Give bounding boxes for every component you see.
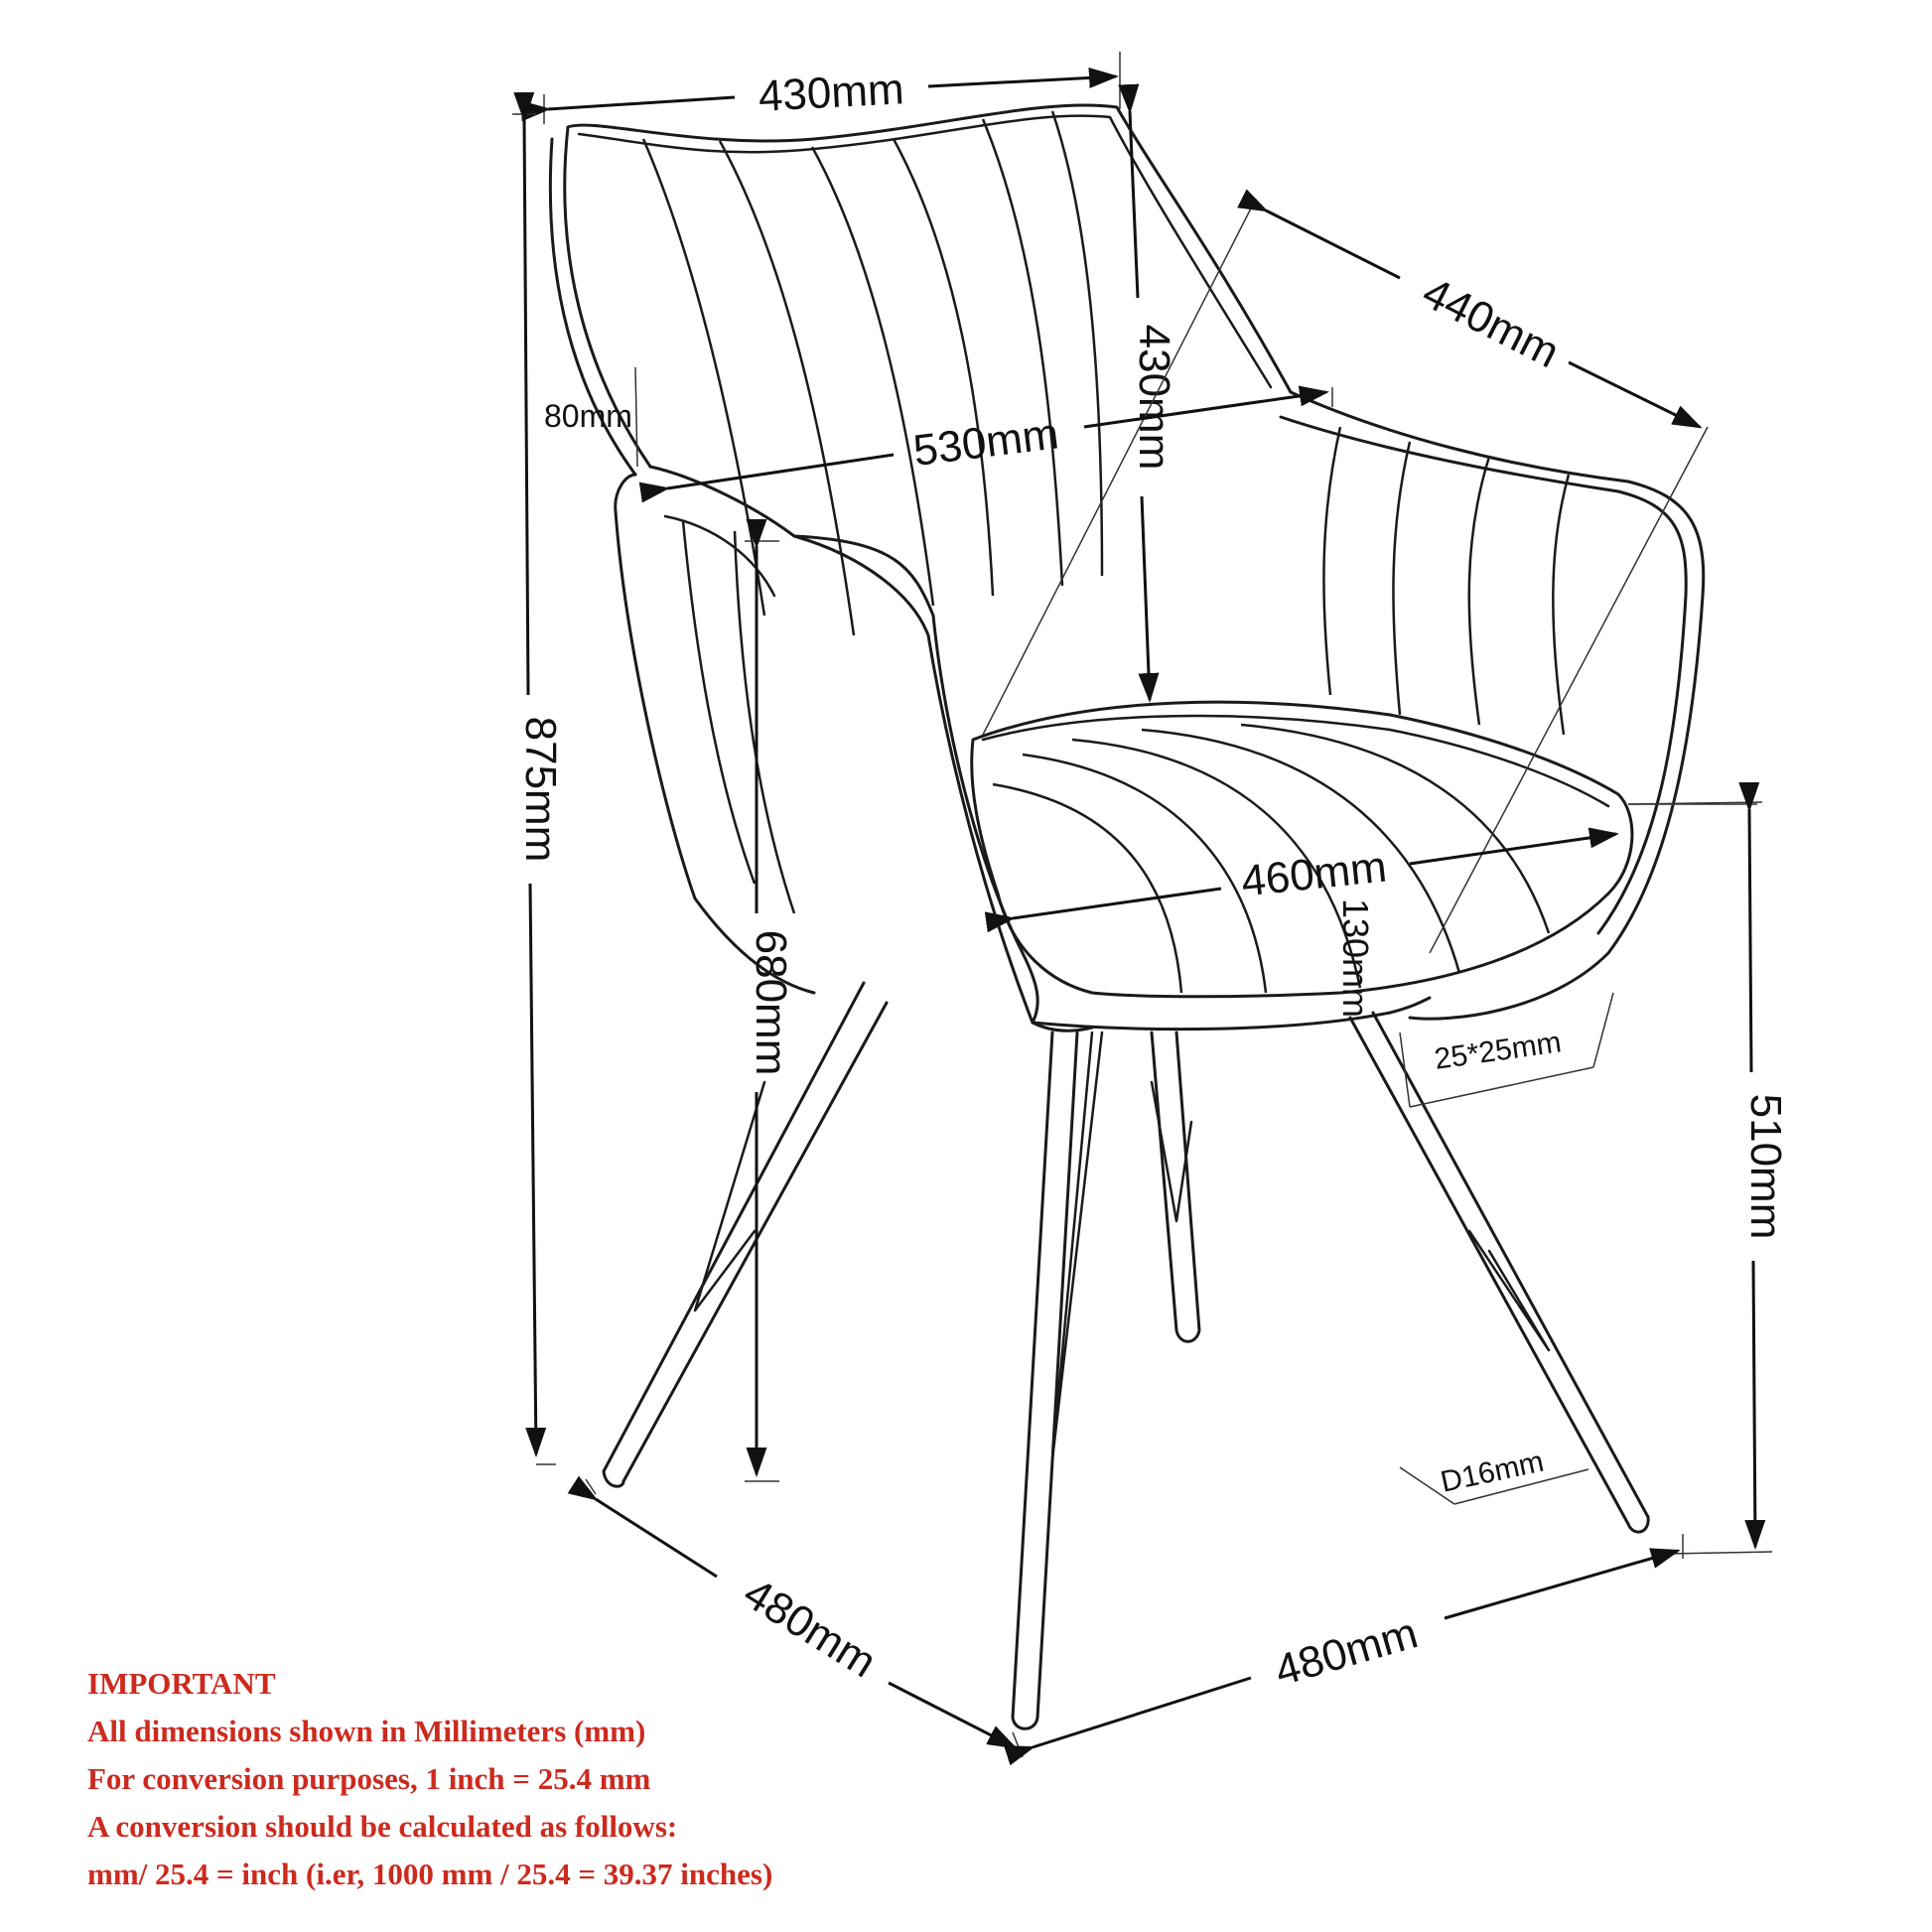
dim-arm-thickness: 80mm	[544, 366, 638, 468]
dim-seat-thickness-label: 130mm	[1335, 898, 1376, 1018]
dim-arm-width: 530mm	[638, 385, 1333, 503]
note-line: All dimensions shown in Millimeters (mm)	[87, 1714, 646, 1748]
note-line: For conversion purposes, 1 inch = 25.4 m…	[87, 1761, 651, 1796]
dim-seat-thickness: 130mm	[1335, 898, 1376, 1018]
note-line: A conversion should be calculated as fol…	[87, 1809, 678, 1844]
dim-arm-thickness-label: 80mm	[544, 398, 632, 434]
backrest-seams	[641, 110, 1104, 636]
note-heading: IMPORTANT	[87, 1666, 276, 1701]
dim-arm-depth-label: 440mm	[1415, 268, 1567, 377]
dim-seat-width-label: 460mm	[1239, 843, 1389, 906]
note-line: mm/ 25.4 = inch (i.er, 1000 mm / 25.4 = …	[87, 1857, 773, 1891]
dim-base-width: 480mm	[1004, 1534, 1684, 1766]
right-armrest	[1279, 390, 1706, 1021]
front-right-leg	[1348, 1011, 1650, 1534]
dim-arm-width-label: 530mm	[910, 409, 1061, 476]
seat-seams	[992, 723, 1551, 994]
left-armrest	[614, 465, 1039, 1025]
dim-base-width-label: 480mm	[1270, 1608, 1424, 1696]
dim-total-height: 875mm	[512, 91, 565, 1465]
backrest-outline	[548, 103, 1293, 477]
conversion-note: IMPORTANT All dimensions shown in Millim…	[87, 1660, 772, 1898]
dim-top-width: 430mm	[520, 52, 1121, 124]
dim-arm-height: 680mm	[745, 519, 795, 1482]
dim-top-width-label: 430mm	[758, 65, 905, 121]
dim-seat-height-label: 510mm	[1741, 1094, 1790, 1240]
front-center-leg	[1011, 1031, 1079, 1730]
dim-leg-diameter: D16mm	[1399, 1446, 1589, 1505]
dim-leg-profile-label: 25*25mm	[1433, 1026, 1564, 1076]
dim-arm-height-label: 680mm	[747, 930, 795, 1076]
front-left-leg	[602, 981, 889, 1488]
chair-outline	[548, 103, 1706, 1033]
right-armrest-seams	[1322, 426, 1571, 736]
dim-total-height-label: 875mm	[516, 717, 565, 863]
dim-seat-height: 510mm	[1627, 781, 1790, 1555]
dim-leg-profile: 25*25mm	[1399, 992, 1614, 1108]
chair-legs	[602, 981, 1650, 1730]
dim-seat-width: 460mm	[984, 803, 1757, 933]
dim-leg-diameter-label: D16mm	[1438, 1446, 1547, 1499]
back-leg	[1150, 1031, 1201, 1343]
seat-cushion	[970, 700, 1634, 999]
dim-backrest-height: 430mm	[1118, 83, 1178, 703]
